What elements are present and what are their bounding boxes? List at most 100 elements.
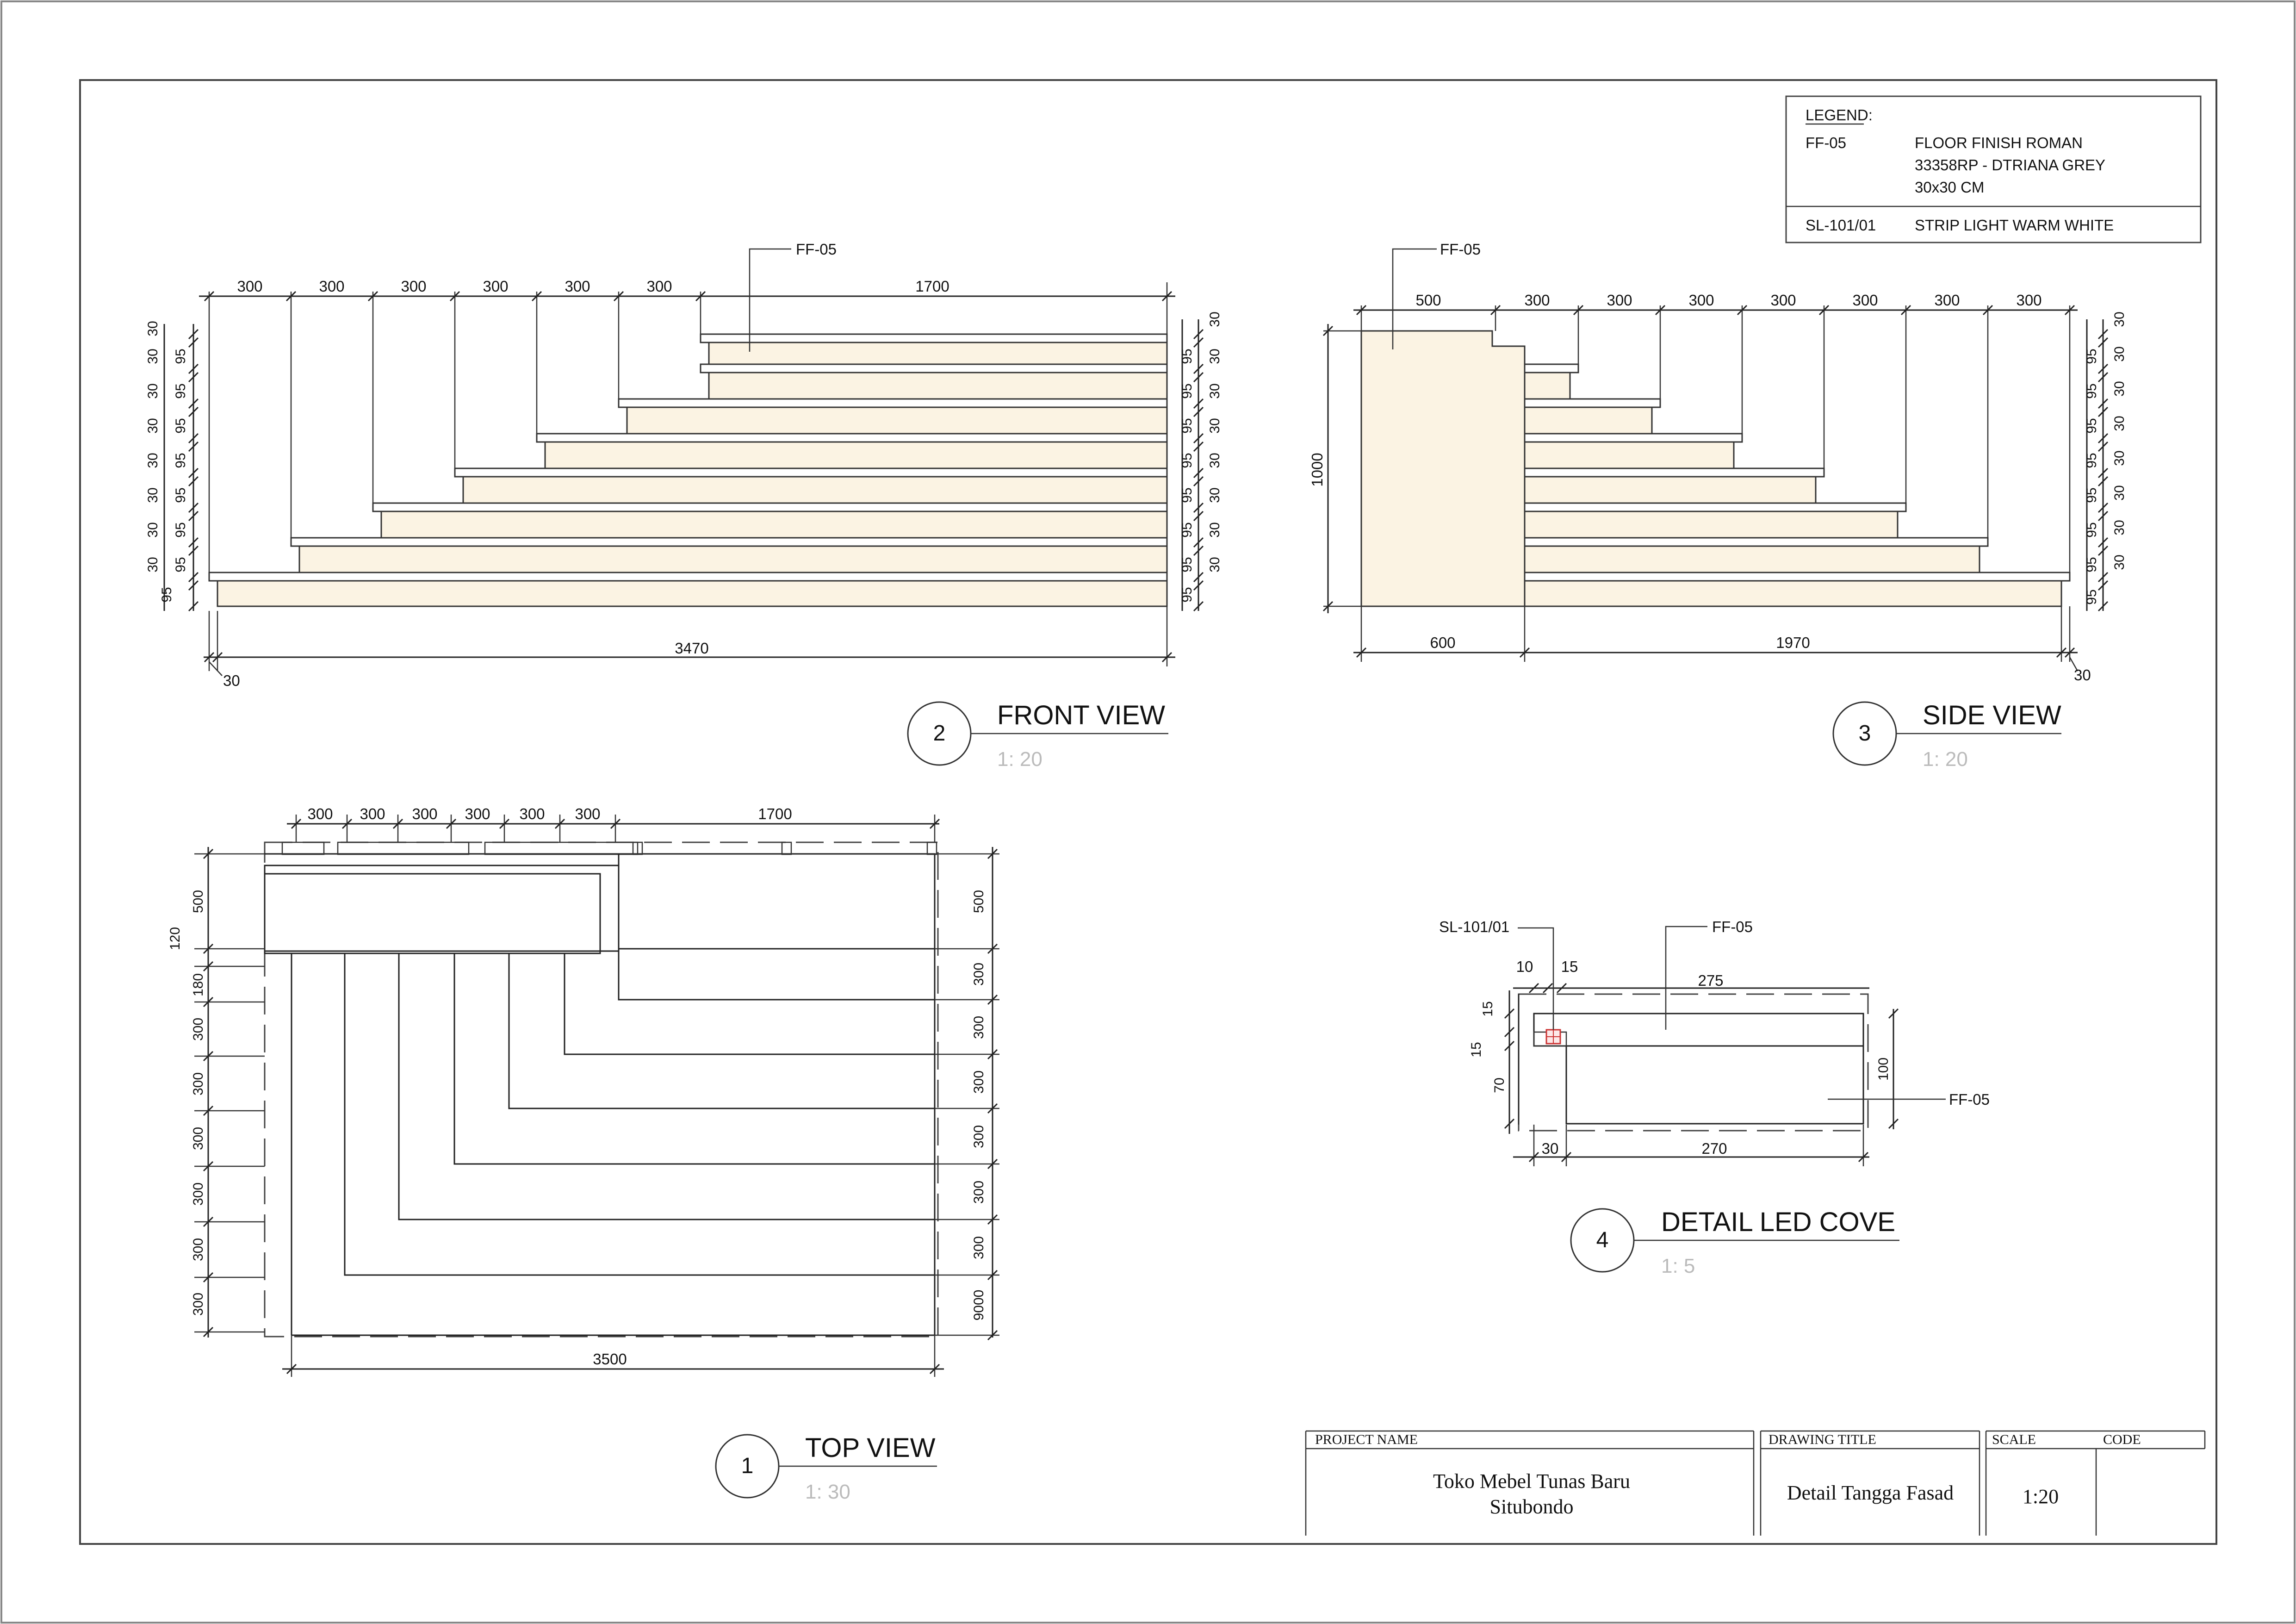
front-left-riser-3: 95: [173, 418, 188, 433]
top-left-dim-8: 300: [191, 1238, 206, 1261]
top-tall-block: [264, 873, 601, 954]
detail-led-cove-drawing: 10 15 275 15 15 70 100 30 270 SL-101/01 …: [1439, 918, 1990, 1166]
front-dim-top-5: 300: [565, 278, 590, 295]
detail-dim-10: 10: [1516, 958, 1533, 975]
front-left-nosing-1: 30: [145, 321, 161, 336]
side-dim-height: 1000: [1309, 453, 1326, 486]
front-left-riser-6: 95: [173, 522, 188, 537]
detail-tread-top: [1533, 1013, 1864, 1047]
title-block-scale-value: 1:20: [2023, 1485, 2059, 1508]
side-dim-top-6: 300: [1852, 292, 1878, 309]
side-tread-6: [1524, 398, 1661, 408]
legend-box: LEGEND: FF-05 FLOOR FINISH ROMAN 33358RP…: [1785, 95, 2202, 243]
side-right-riser-5: 95: [2084, 487, 2099, 503]
top-dim-top-2: 300: [360, 805, 385, 822]
front-step-7: [708, 372, 1168, 400]
title-block-scale-label: SCALE: [1992, 1432, 2036, 1447]
top-right-dim-8: 9000: [971, 1290, 987, 1321]
top-view-scale: 1: 30: [805, 1481, 850, 1503]
side-right-riser-7: 95: [2084, 557, 2099, 572]
front-view-drawing: 300 300 300 300 300 300 1700 30 95 30 95…: [145, 241, 1222, 689]
top-right-dim-1: 500: [971, 890, 987, 913]
detail-tag-ff05-top: FF-05: [1712, 918, 1753, 935]
detail-dim-15-side-a: 15: [1480, 1001, 1496, 1016]
title-block-project-name-2: Situbondo: [1490, 1495, 1574, 1518]
side-dim-top-7: 300: [1934, 292, 1960, 309]
side-dim-offset: 30: [2074, 666, 2091, 684]
front-right-nosing-3: 30: [1207, 383, 1222, 398]
top-view-title: TOP VIEW: [805, 1433, 936, 1463]
front-left-riser-2: 95: [173, 383, 188, 398]
front-tag-ff05: FF-05: [796, 241, 837, 258]
top-right-dim-4: 300: [971, 1070, 987, 1094]
top-tall-block-inner: [264, 865, 620, 952]
side-step-5: [1524, 441, 1735, 469]
top-right-dim-2: 300: [971, 963, 987, 986]
top-right-dim-6: 300: [971, 1181, 987, 1204]
title-block-project-name-1: Toko Mebel Tunas Baru: [1433, 1470, 1630, 1493]
side-dim-bottom-left: 600: [1430, 634, 1455, 651]
top-right-dim-7: 300: [971, 1236, 987, 1259]
front-right-nosing-1: 30: [1207, 311, 1222, 327]
front-left-riser-7: 95: [173, 557, 188, 572]
top-left-dim-3: 180: [191, 973, 206, 996]
front-step-8: [708, 342, 1168, 365]
side-tread-3: [1524, 502, 1907, 512]
detail-tag-sl10101: SL-101/01: [1439, 918, 1509, 935]
front-view-number: 2: [933, 721, 946, 746]
top-dim-top-3: 300: [412, 805, 437, 822]
side-dim-top-4: 300: [1688, 292, 1714, 309]
front-right-riser-6: 95: [1179, 522, 1195, 537]
front-right-riser-4: 95: [1179, 453, 1195, 468]
detail-tag-ff05-side: FF-05: [1949, 1091, 1990, 1108]
side-dim-top-5: 300: [1770, 292, 1796, 309]
detail-dim-270: 270: [1701, 1140, 1727, 1157]
front-dim-overall: 3470: [675, 640, 708, 657]
front-left-riser-8: 95: [159, 587, 174, 602]
front-step-4: [462, 476, 1168, 504]
front-left-nosing-7: 30: [145, 522, 161, 537]
detail-view-scale: 1: 5: [1661, 1255, 1695, 1277]
detail-dim-100: 100: [1876, 1058, 1891, 1081]
front-right-nosing-8: 30: [1207, 557, 1222, 572]
front-right-nosing-2: 30: [1207, 348, 1222, 364]
side-right-nosing-3: 30: [2112, 381, 2127, 396]
front-step-1: [217, 580, 1168, 607]
title-block-drawing-title: Detail Tangga Fasad: [1787, 1481, 1954, 1504]
side-right-nosing-5: 30: [2112, 450, 2127, 466]
front-dim-offset: 30: [223, 672, 240, 689]
side-right-nosing-8: 30: [2112, 554, 2127, 570]
top-left-dim-4: 300: [191, 1018, 206, 1041]
top-view-number: 1: [741, 1454, 754, 1478]
title-block-drawing-label: DRAWING TITLE: [1769, 1432, 1876, 1447]
front-left-nosing-5: 30: [145, 453, 161, 468]
side-right-nosing-4: 30: [2112, 416, 2127, 431]
detail-dim-275: 275: [1698, 972, 1723, 989]
side-dim-bottom-right: 1970: [1776, 634, 1810, 651]
detail-outline-dashed: [1518, 993, 1869, 1132]
front-left-riser-1: 95: [173, 348, 188, 364]
top-dim-top-5: 300: [519, 805, 545, 822]
front-tread-8: [700, 333, 1168, 343]
side-step-6: [1524, 406, 1653, 435]
front-left-nosing-6: 30: [145, 487, 161, 503]
top-dim-top-4: 300: [465, 805, 490, 822]
side-right-nosing-2: 30: [2112, 346, 2127, 361]
front-dim-top-1: 300: [237, 278, 262, 295]
front-right-riser-1: 95: [1179, 348, 1195, 364]
title-block-project-label: PROJECT NAME: [1315, 1432, 1418, 1447]
side-tall-block: [1360, 330, 1526, 607]
top-left-dim-2: 120: [168, 927, 183, 950]
top-left-dim-9: 300: [191, 1293, 206, 1316]
detail-view-title: DETAIL LED COVE: [1661, 1207, 1895, 1237]
legend-code-sl10101: SL-101/01: [1806, 217, 1876, 234]
side-right-riser-6: 95: [2084, 522, 2099, 537]
front-left-nosing-8: 30: [145, 557, 161, 572]
side-tread-7: [1524, 363, 1579, 373]
side-view-scale: 1: 20: [1923, 748, 1968, 771]
side-right-riser-4: 95: [2084, 453, 2099, 468]
title-block: PROJECT NAME Toko Mebel Tunas Baru Situb…: [1305, 1430, 2206, 1536]
front-tread-3: [372, 502, 1168, 512]
front-tread-5: [536, 433, 1168, 443]
